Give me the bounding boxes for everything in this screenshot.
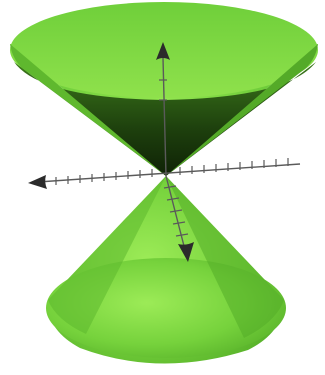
- tick-mark: [175, 233, 189, 237]
- lower-nappe: [46, 176, 286, 364]
- lower-cone-right-shade: [166, 176, 284, 338]
- depth-axis-arrowhead-icon: [178, 242, 194, 262]
- tick-mark: [163, 185, 177, 189]
- tick-mark: [172, 221, 186, 225]
- vertical-axis-arrowhead-icon: [156, 42, 170, 60]
- tick-mark: [166, 197, 180, 201]
- horizontal-axis: [37, 163, 301, 183]
- upper-cone-right-face: [166, 44, 318, 176]
- upper-cone-left-face: [10, 44, 166, 176]
- tick-marks: [55, 79, 289, 237]
- tick-mark: [169, 209, 183, 213]
- lower-cone-edge-shade: [48, 176, 166, 334]
- vertical-axis: [162, 57, 167, 177]
- horizontal-axis-arrowhead-icon: [28, 175, 47, 189]
- arrowheads: [28, 42, 194, 262]
